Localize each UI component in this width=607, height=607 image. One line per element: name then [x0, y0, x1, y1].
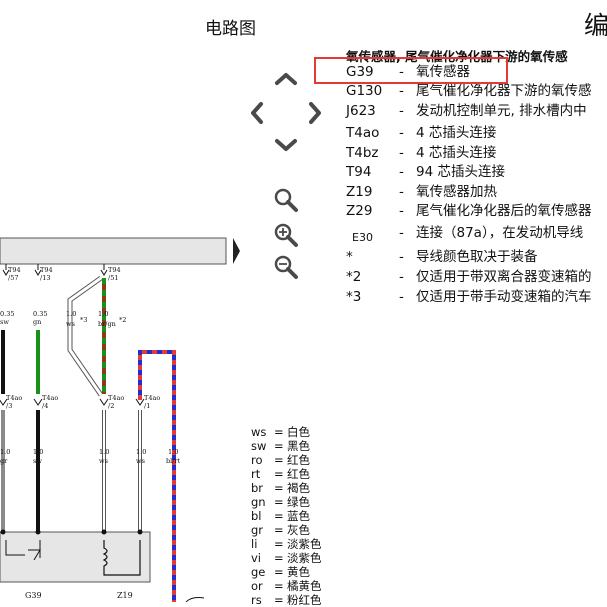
zoom-icon[interactable] — [274, 188, 298, 212]
wire7-color: ws — [99, 457, 108, 465]
page-title: 电路图 — [205, 19, 256, 39]
label-t94-57-pin: /57 — [8, 274, 18, 282]
nav-down-icon[interactable] — [275, 139, 297, 151]
label-t94-13-pin: /13 — [40, 274, 50, 282]
connector-t94-13 — [34, 264, 42, 276]
t4ao-4-pin: /4 — [42, 402, 48, 410]
wire1-gauge: 0.35 — [0, 310, 14, 318]
connector-t94-51 — [100, 264, 108, 276]
t4ao-2-pin: /2 — [108, 402, 114, 410]
label-t94-51: T94 — [108, 266, 121, 274]
t4ao-2-label: T4ao — [108, 394, 124, 402]
zoom-out-icon[interactable] — [274, 255, 298, 279]
wire3-gauge: 1.0 — [66, 310, 76, 318]
wire6-gauge: 1.0 — [33, 448, 43, 456]
label-t94-57: T94 — [8, 266, 21, 274]
nav-right-icon[interactable] — [309, 102, 321, 124]
legend-heading: 氧传感器, 尾气催化净化器下游的氧传感 — [346, 49, 568, 64]
wire1-color: sw — [0, 318, 9, 326]
nav-left-icon[interactable] — [251, 102, 263, 124]
t4ao-1-label: T4ao — [144, 394, 160, 402]
wire7-gauge: 1.0 — [99, 448, 109, 456]
t4ao-3-label: T4ao — [6, 394, 22, 402]
wire6-color: sw — [33, 457, 42, 465]
nav-up-icon[interactable] — [275, 73, 297, 85]
connector-t94-57 — [2, 264, 10, 276]
label-t94-51-pin: /51 — [108, 274, 118, 282]
wire8-color: ws — [136, 457, 145, 465]
component-g39-label: G39 — [25, 591, 42, 600]
wire9-gauge: 1.0 — [168, 448, 178, 456]
wire8-gauge: 1.0 — [136, 448, 146, 456]
t4ao-4-label: T4ao — [42, 394, 58, 402]
zoom-in-icon[interactable] — [274, 223, 298, 247]
component-z19-label: Z19 — [117, 591, 133, 600]
selection-highlight — [314, 57, 508, 84]
nav-pad[interactable] — [251, 73, 321, 151]
wire4-color: br/gn — [98, 320, 116, 328]
t4ao-1-pin: /1 — [144, 402, 150, 410]
footnote-3: *3 — [80, 316, 87, 324]
wire4-gauge: 1.0 — [98, 310, 108, 318]
wire2-color: gn — [33, 318, 41, 326]
label-t94-13: T94 — [40, 266, 53, 274]
corner-text: 编 — [584, 11, 607, 40]
t4ao-3-pin: /3 — [6, 402, 12, 410]
wire3-color: ws — [66, 320, 75, 328]
wire5-gauge: 1.0 — [0, 448, 10, 456]
wire9-color: bl/rt — [166, 457, 181, 465]
wire2-gauge: 0.35 — [33, 310, 47, 318]
strip-arrow-icon[interactable] — [233, 238, 240, 264]
footnote-2: *2 — [119, 316, 126, 324]
component-box — [0, 531, 151, 583]
sensor-symbol — [5, 540, 25, 556]
control-unit-strip — [0, 237, 227, 265]
wire5-color: gr — [0, 457, 8, 465]
heater-symbol — [102, 540, 141, 576]
